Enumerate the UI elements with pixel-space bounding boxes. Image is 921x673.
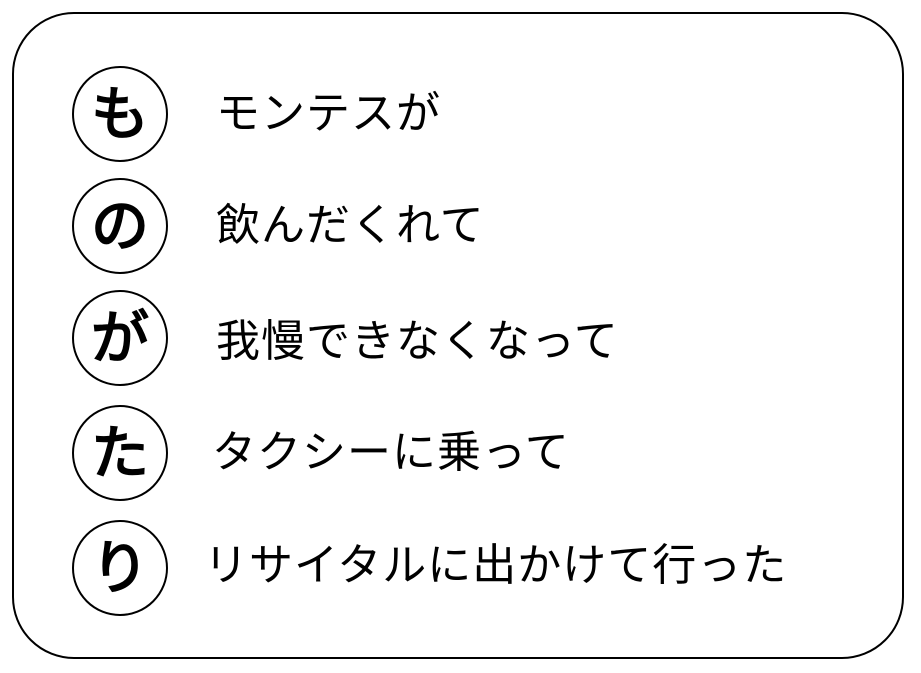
initial-circle: の	[72, 178, 168, 274]
acrostic-line: 我慢できなくなって	[216, 316, 619, 367]
acrostic-row: が 我慢できなくなって	[0, 290, 921, 390]
acrostic-row: も モンテスが	[0, 66, 921, 166]
acrostic-row: り リサイタルに出かけて行った	[0, 520, 921, 620]
initial-circle: も	[72, 66, 168, 162]
acrostic-row: た タクシーに乗って	[0, 405, 921, 505]
initial-circle: た	[72, 405, 168, 501]
acrostic-line: 飲んだくれて	[216, 200, 485, 251]
initial-circle: り	[72, 520, 168, 616]
acrostic-row: の 飲んだくれて	[0, 178, 921, 278]
rounded-frame	[12, 12, 904, 659]
acrostic-line: リサイタルに出かけて行った	[204, 540, 788, 591]
initial-circle: が	[72, 290, 168, 386]
acrostic-line: モンテスが	[216, 88, 441, 139]
acrostic-line: タクシーに乗って	[212, 427, 570, 478]
